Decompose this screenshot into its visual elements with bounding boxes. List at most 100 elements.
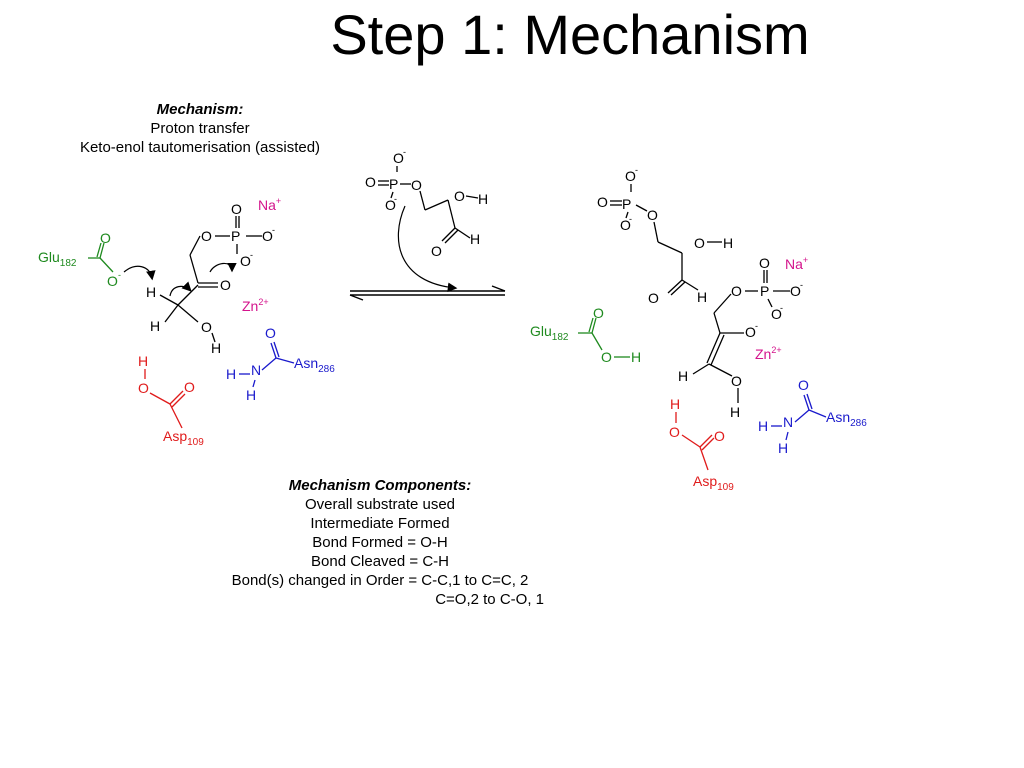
- svg-text:O: O: [220, 277, 231, 293]
- svg-text:H: H: [246, 387, 256, 403]
- svg-text:H: H: [697, 289, 707, 305]
- mechanism-components: Mechanism Components: Overall substrate …: [200, 476, 560, 609]
- component-line-4: Bond Cleaved = C-H: [311, 553, 449, 570]
- svg-text:Asn286: Asn286: [294, 355, 335, 375]
- svg-text:H: H: [226, 366, 236, 382]
- sodium-ion-left: Na+: [258, 196, 281, 213]
- svg-text:O: O: [647, 207, 658, 223]
- svg-text:O: O: [694, 235, 705, 251]
- svg-text:Asn286: Asn286: [826, 409, 867, 429]
- svg-text:O: O: [714, 428, 725, 444]
- svg-text:O: O: [262, 228, 273, 244]
- svg-text:Asp109: Asp109: [693, 473, 734, 493]
- svg-text:O: O: [731, 283, 742, 299]
- components-heading: Mechanism Components:: [288, 477, 472, 494]
- svg-text:O: O: [669, 424, 680, 440]
- svg-text:O: O: [201, 228, 212, 244]
- svg-text:O: O: [100, 230, 111, 246]
- substrate-binding-arrow: [397, 205, 458, 293]
- page-title: Step 1: Mechanism: [330, 3, 810, 66]
- svg-text:H: H: [730, 404, 740, 420]
- right-intermediate: [692, 270, 790, 403]
- svg-text:P: P: [389, 176, 398, 192]
- svg-text:O: O: [431, 243, 442, 259]
- svg-text:O: O: [745, 324, 756, 340]
- svg-text:O: O: [597, 194, 608, 210]
- mechanism-heading: Mechanism:: [156, 101, 244, 118]
- svg-text:H: H: [631, 349, 641, 365]
- component-line-1: Overall substrate used: [304, 496, 456, 513]
- component-line-6: C=O,2 to C-O, 1: [435, 591, 544, 608]
- right-substrate: [610, 184, 722, 296]
- svg-text:-: -: [272, 225, 275, 235]
- svg-text:N: N: [251, 362, 261, 378]
- svg-text:O: O: [107, 273, 118, 289]
- svg-text:O: O: [138, 380, 149, 396]
- zinc-ion-left: Zn2+: [242, 297, 269, 314]
- right-intermediate-labels: O P O- O O- O- H O H: [678, 255, 803, 420]
- svg-text:H: H: [146, 284, 156, 300]
- left-substrate: [159, 216, 262, 343]
- svg-text:-: -: [118, 270, 121, 280]
- svg-text:O: O: [648, 290, 659, 306]
- mechanism-line-2: Keto-enol tautomerisation (assisted): [79, 139, 321, 156]
- svg-text:H: H: [678, 368, 688, 384]
- asp-109-right: H O O Asp109: [669, 396, 734, 493]
- svg-text:N: N: [783, 414, 793, 430]
- component-line-5: Bond(s) changed in Order = C-C,1 to C=C,…: [231, 572, 529, 589]
- svg-text:H: H: [723, 235, 733, 251]
- svg-text:O: O: [454, 188, 465, 204]
- component-line-2: Intermediate Formed: [310, 515, 450, 532]
- asp-109-left: H O O Asp109: [138, 353, 204, 448]
- svg-text:-: -: [780, 303, 783, 313]
- svg-text:P: P: [760, 283, 769, 299]
- svg-text:H: H: [211, 340, 221, 356]
- svg-text:-: -: [755, 321, 758, 331]
- center-substrate: [378, 166, 479, 244]
- mechanism-description: Mechanism: Proton transfer Keto-enol tau…: [40, 100, 360, 157]
- svg-text:O: O: [625, 168, 636, 184]
- asn-286-right: H N O H Asn286: [758, 377, 867, 456]
- svg-text:H: H: [670, 396, 680, 412]
- component-line-3: Bond Formed = O-H: [312, 534, 448, 551]
- asn-286-left: H N O H Asn286: [226, 325, 335, 403]
- svg-text:Asp109: Asp109: [163, 428, 204, 448]
- svg-text:O: O: [601, 349, 612, 365]
- svg-text:O: O: [759, 255, 770, 271]
- svg-text:-: -: [394, 194, 397, 204]
- svg-text:-: -: [629, 214, 632, 224]
- svg-text:H: H: [470, 231, 480, 247]
- svg-text:O: O: [231, 201, 242, 217]
- svg-text:H: H: [758, 418, 768, 434]
- svg-text:O: O: [184, 379, 195, 395]
- svg-text:O: O: [620, 217, 631, 233]
- zinc-ion-right: Zn2+: [755, 345, 782, 362]
- svg-text:O: O: [201, 319, 212, 335]
- svg-text:P: P: [231, 228, 240, 244]
- sodium-ion-right: Na+: [785, 255, 808, 272]
- svg-text:O: O: [240, 253, 251, 269]
- svg-text:O: O: [798, 377, 809, 393]
- glu-182-right: Glu182 O O H: [530, 305, 641, 365]
- svg-text:H: H: [138, 353, 148, 369]
- left-substrate-labels: O P O- O O- O H H O H: [146, 201, 275, 356]
- svg-text:O: O: [411, 177, 422, 193]
- svg-text:H: H: [478, 191, 488, 207]
- mechanism-line-1: Proton transfer: [150, 120, 250, 137]
- svg-text:Glu182: Glu182: [38, 249, 77, 269]
- svg-text:Glu182: Glu182: [530, 323, 569, 343]
- svg-text:O: O: [790, 283, 801, 299]
- svg-text:-: -: [635, 165, 638, 175]
- svg-text:O: O: [265, 325, 276, 341]
- svg-text:-: -: [800, 280, 803, 290]
- svg-text:O: O: [731, 373, 742, 389]
- svg-text:O: O: [385, 197, 396, 213]
- svg-text:O: O: [593, 305, 604, 321]
- svg-text:P: P: [622, 196, 631, 212]
- right-substrate-labels: O- O P O O- O H O H: [597, 165, 733, 306]
- svg-text:H: H: [150, 318, 160, 334]
- center-substrate-labels: O- O P O O- O H O H: [365, 147, 488, 259]
- svg-text:O: O: [771, 306, 782, 322]
- svg-text:-: -: [250, 250, 253, 260]
